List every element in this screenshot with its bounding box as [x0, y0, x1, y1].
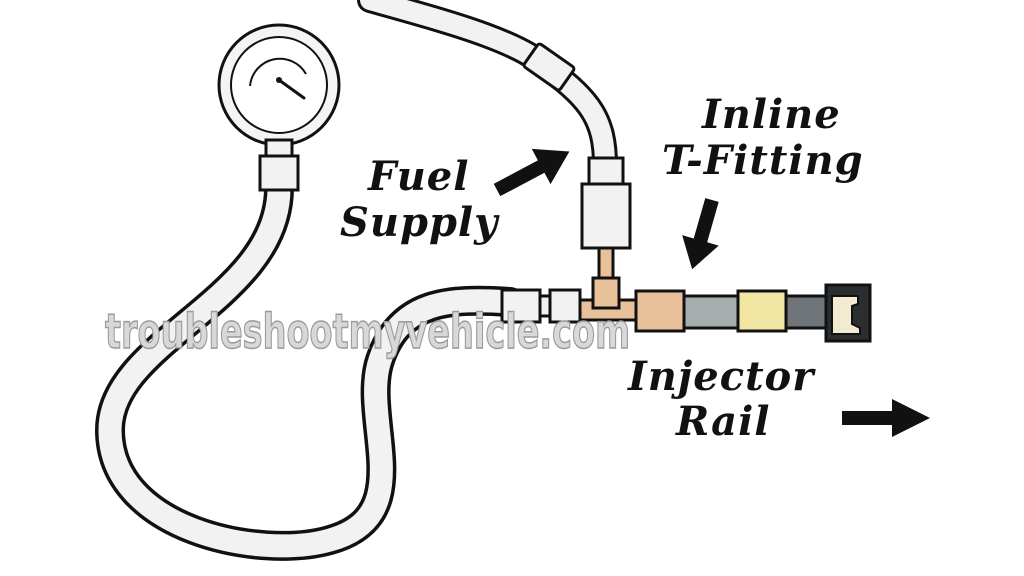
pressure-gauge	[217, 23, 341, 192]
inline-label-line1: Inline	[701, 91, 841, 138]
supply-adapter	[580, 156, 632, 282]
arrow-down-icon	[682, 198, 719, 270]
fuel-supply-hose	[357, 0, 618, 178]
gauge-hose	[94, 173, 525, 561]
gauge-hose-fitting	[500, 288, 582, 324]
arrow-right-icon	[842, 399, 930, 437]
fuel-label-line2: Supply	[340, 199, 500, 246]
t-fitting	[578, 276, 640, 322]
watermark: troubleshootmyvehicle.com	[105, 304, 630, 360]
injector-rail	[634, 283, 872, 343]
injector-label-line2: Rail	[675, 398, 770, 445]
arrow-up-right-icon	[493, 148, 570, 197]
fuel-label-line1: Fuel	[367, 153, 469, 200]
injector-label-line1: Injector	[627, 353, 816, 400]
inline-label-line2: T-Fitting	[662, 137, 864, 184]
rail-connector	[831, 295, 861, 335]
supply-hose-sleeve	[522, 42, 576, 92]
gauge-needle	[277, 78, 306, 100]
